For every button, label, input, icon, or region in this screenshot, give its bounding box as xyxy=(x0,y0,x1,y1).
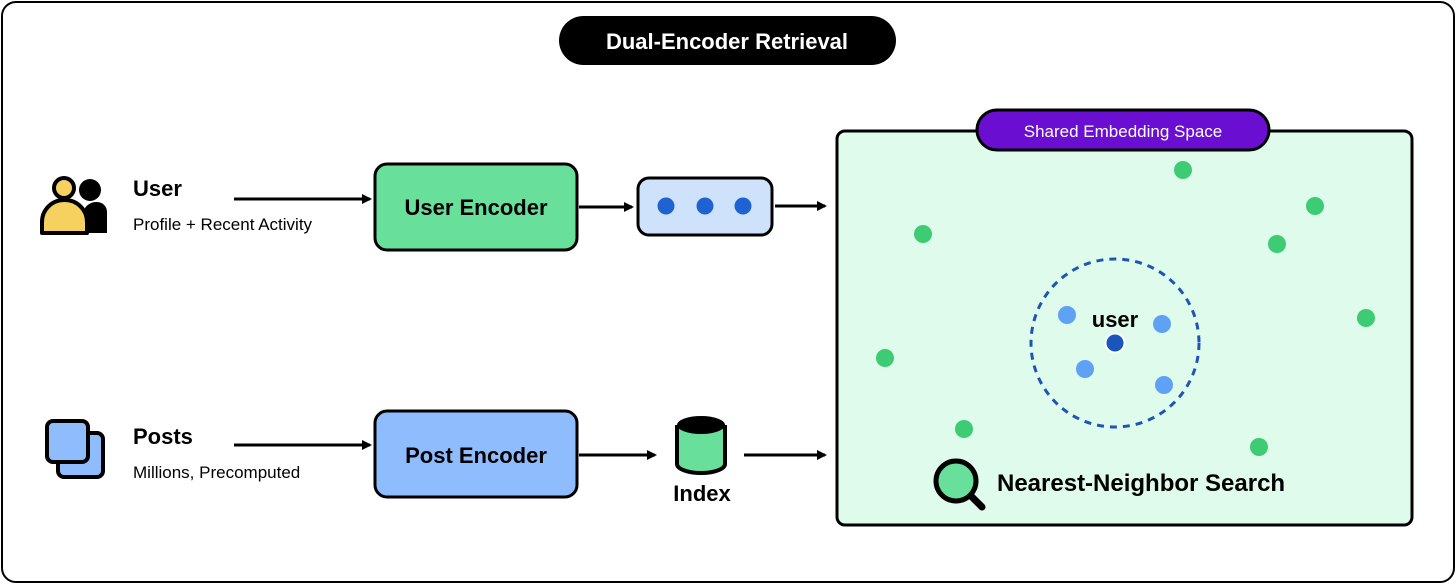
user-encoder-box: User Encoder xyxy=(373,162,579,252)
neighbor-point xyxy=(1076,360,1094,378)
post-point xyxy=(955,420,973,438)
post-encoder-box: Post Encoder xyxy=(373,409,579,499)
query-point xyxy=(1104,332,1126,354)
user-encoder-label: User Encoder xyxy=(404,195,547,220)
title-pill: Dual-Encoder Retrieval xyxy=(559,16,896,65)
neighbor-point xyxy=(1155,376,1173,394)
diagram-title: Dual-Encoder Retrieval xyxy=(606,29,848,54)
database-icon xyxy=(675,416,727,475)
user-label: User xyxy=(133,176,182,201)
post-encoder-label: Post Encoder xyxy=(405,443,547,468)
index-label: Index xyxy=(673,481,731,506)
post-point xyxy=(1357,309,1375,327)
search-radius xyxy=(1029,257,1201,429)
query-label: user xyxy=(1092,307,1139,332)
neighbor-point xyxy=(1153,315,1171,333)
user-sublabel: Profile + Recent Activity xyxy=(133,215,313,234)
post-point xyxy=(1250,438,1268,456)
magnifier-icon xyxy=(933,458,986,511)
neighbor-point xyxy=(1058,306,1076,324)
images-icon xyxy=(45,419,105,479)
posts-label: Posts xyxy=(133,424,193,449)
search-label: Nearest-Neighbor Search xyxy=(997,470,1285,497)
posts-sublabel: Millions, Precomputed xyxy=(133,463,300,482)
post-point xyxy=(1174,161,1192,179)
post-point xyxy=(1306,197,1324,215)
post-point xyxy=(876,349,894,367)
embedding-space-tag-label: Shared Embedding Space xyxy=(1024,122,1222,141)
post-point xyxy=(914,225,932,243)
embedding-space-tag: Shared Embedding Space xyxy=(975,108,1271,152)
vector-dots-icon xyxy=(636,176,774,237)
users-icon xyxy=(40,176,107,235)
post-point xyxy=(1268,235,1286,253)
